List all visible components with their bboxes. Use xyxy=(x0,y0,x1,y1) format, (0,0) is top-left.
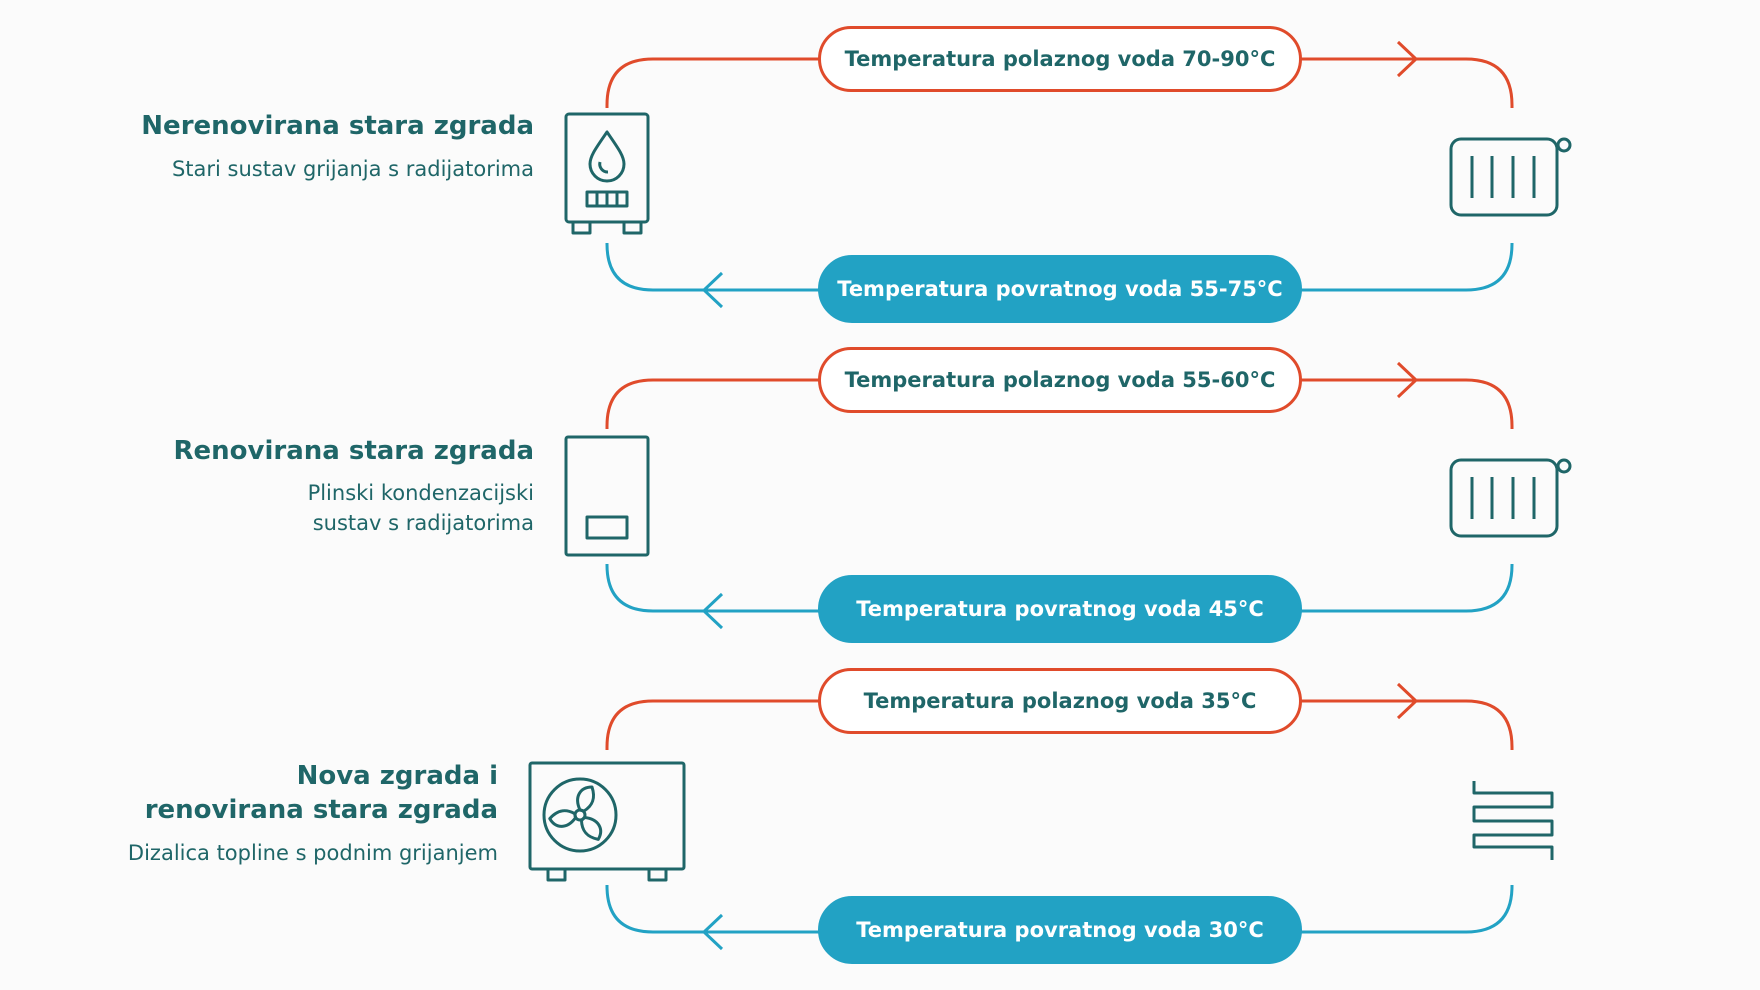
row-2-desc-line-1: Plinski kondenzacijski xyxy=(307,481,534,505)
row-3-supply-label: Temperatura polaznog voda 35°C xyxy=(818,668,1302,734)
supply-arrow-right-icon xyxy=(1396,682,1419,720)
row-1-title: Nerenovirana stara zgrada xyxy=(141,109,534,143)
row-1-return-label: Temperatura povratnog voda 55-75°C xyxy=(818,255,1302,323)
row-3-title-line-1: Nova zgrada i xyxy=(296,761,498,791)
row-3-description: Dizalica topline s podnim grijanjem xyxy=(128,838,498,868)
oil-boiler-icon xyxy=(564,112,650,235)
row-3-title: Nova zgrada i renovirana stara zgrada xyxy=(145,759,498,827)
row-3-title-line-2: renovirana stara zgrada xyxy=(144,795,498,825)
row-2-desc-line-2: sustav s radijatorima xyxy=(312,511,534,535)
fan-blade xyxy=(576,785,596,813)
row-1-desc-line-1: Stari sustav grijanja s radijatorima xyxy=(171,157,534,181)
return-arrow-left-icon xyxy=(701,913,724,951)
water-drop-icon xyxy=(588,130,626,183)
row-3-desc-line-1: Dizalica topline s podnim grijanjem xyxy=(127,841,498,865)
heat-pump-icon xyxy=(528,761,686,882)
underfloor-heating-icon xyxy=(1472,781,1554,860)
return-arrow-left-icon xyxy=(701,592,724,630)
supply-arrow-right-icon xyxy=(1396,40,1419,78)
row-1-supply-label: Temperatura polaznog voda 70-90°C xyxy=(818,26,1302,92)
radiator-icon xyxy=(1449,458,1572,538)
supply-arrow-right-icon xyxy=(1396,361,1419,399)
row-2-title-line-1: Renovirana stara zgrada xyxy=(173,436,535,466)
fan-blade xyxy=(548,809,578,828)
fan-icon xyxy=(542,777,618,853)
row-2-description: Plinski kondenzacijski sustav s radijato… xyxy=(308,478,534,538)
radiator-icon xyxy=(1449,137,1572,217)
fan-blade xyxy=(579,816,603,841)
row-2-supply-label: Temperatura polaznog voda 55-60°C xyxy=(818,347,1302,413)
row-3-return-label: Temperatura povratnog voda 30°C xyxy=(818,896,1302,964)
row-2-return-label: Temperatura povratnog voda 45°C xyxy=(818,575,1302,643)
row-2-title: Renovirana stara zgrada xyxy=(174,434,535,468)
row-1-description: Stari sustav grijanja s radijatorima xyxy=(172,154,534,184)
boiler-display-icon xyxy=(585,515,629,540)
row-1-title-line-1: Nerenovirana stara zgrada xyxy=(141,111,534,141)
gas-condensing-boiler-icon xyxy=(564,435,650,557)
return-arrow-left-icon xyxy=(701,271,724,309)
